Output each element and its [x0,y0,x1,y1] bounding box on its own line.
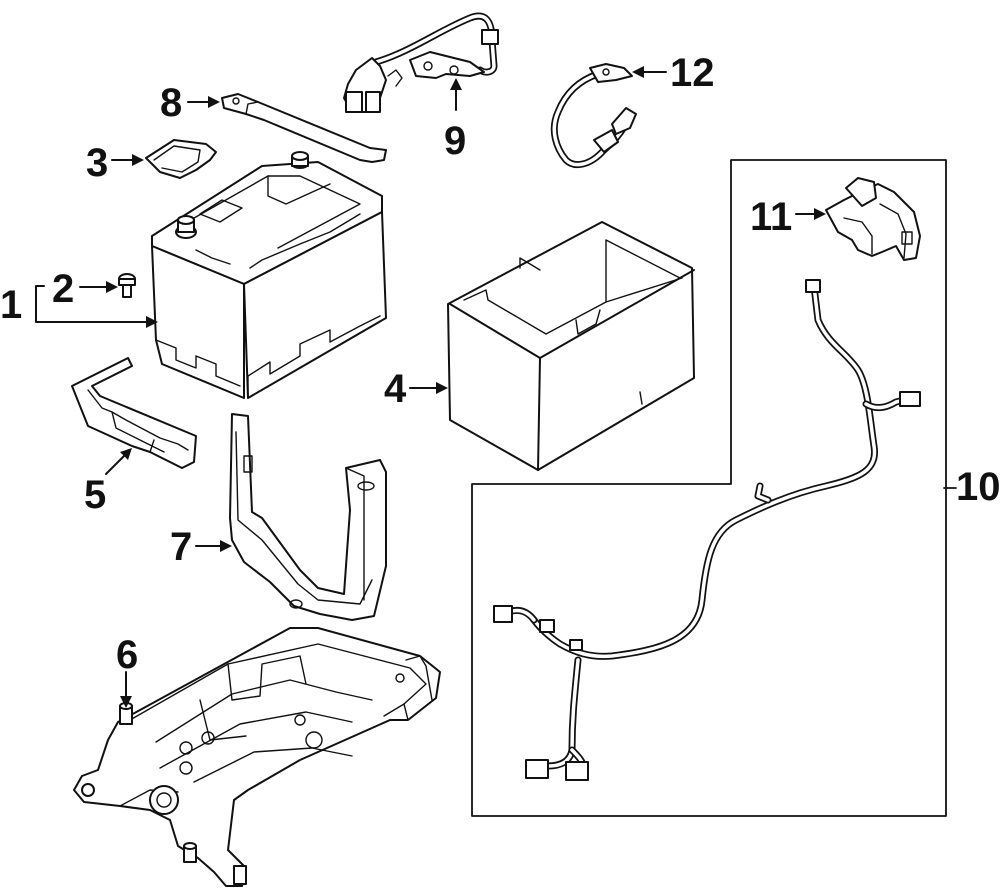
wiring-harness [471,159,957,817]
hold-down-bracket [229,413,387,621]
callout-9: 9 [444,119,466,163]
callout-1: 1 [0,283,22,327]
battery-tray [73,627,441,887]
bolt [118,273,136,298]
heat-shield [71,357,197,469]
callout-10: 10 [956,465,1000,509]
callout-12: 12 [670,51,715,95]
positive-cable [343,12,499,113]
callout-5: 5 [84,473,106,517]
leader-lines [35,66,826,708]
callout-3: 3 [86,141,108,185]
hold-down-strap [221,93,387,163]
battery-box [447,221,695,471]
battery [151,151,387,399]
cover-plate [145,139,217,179]
fuse-block [825,177,921,261]
callout-6: 6 [116,633,138,677]
callout-2: 2 [52,267,74,311]
callout-7: 7 [170,525,192,569]
harness-box [471,159,947,817]
ground-cable [550,63,637,169]
callout-11: 11 [750,195,792,239]
callout-4: 4 [384,367,407,411]
callout-8: 8 [160,81,182,125]
